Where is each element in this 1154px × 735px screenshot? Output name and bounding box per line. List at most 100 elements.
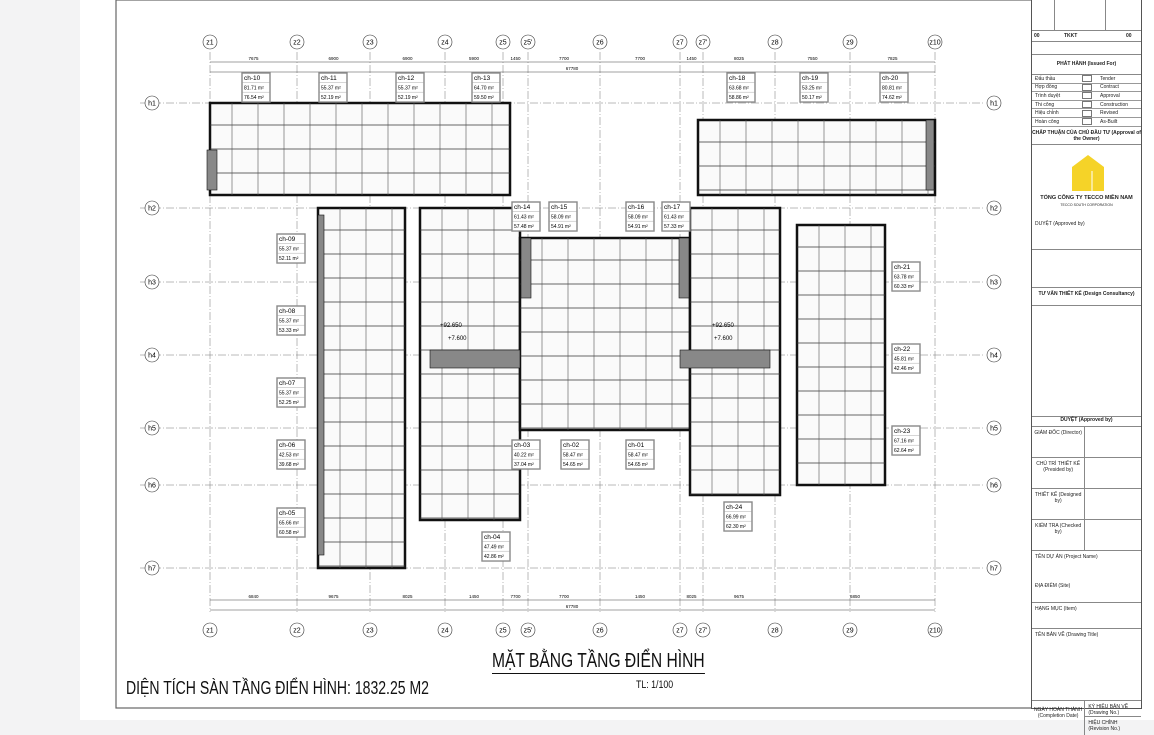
designed-label: THIẾT KẾ (Designed by) (1032, 488, 1086, 519)
unit-area: 54.65 m² (628, 462, 648, 468)
grid-bubble (144, 477, 160, 493)
grid-label: h4 (990, 353, 998, 360)
unit-label-box (891, 261, 921, 292)
unit-label-box (471, 72, 501, 103)
grid-label: z2 (293, 628, 301, 635)
unit-label-box (511, 439, 541, 470)
unit-label-box (395, 72, 425, 103)
stage-vi: Hoàn công (1035, 118, 1060, 125)
grid-bubble (202, 622, 218, 638)
unit-name: ch-16 (628, 204, 645, 211)
unit-label-box (276, 439, 306, 470)
unit-label-box (723, 501, 753, 532)
grid-label: h3 (990, 280, 998, 287)
completion-date-label: NGÀY HOÀN THÀNH (Completion Date) (1032, 700, 1086, 735)
presided-label: CHỦ TRÌ THIẾT KẾ (Presided by) (1032, 457, 1086, 488)
project-name-label: TÊN DỰ ÁN (Project Name) (1035, 553, 1098, 560)
unit-area: 42.46 m² (894, 366, 914, 372)
dimension-label: 1450 (469, 594, 480, 599)
unit-area: 53.33 m² (279, 328, 299, 334)
unit-label-box (276, 305, 306, 336)
dimension-label: 1450 (510, 56, 521, 61)
unit-area: 62.64 m² (894, 448, 914, 454)
dimension-label: 7700 (559, 594, 570, 599)
unit-name: ch-07 (279, 380, 296, 387)
total-dimension: 67780 (566, 66, 579, 71)
grid-label: z1 (206, 628, 214, 635)
unit-area: 61.43 m² (664, 215, 684, 221)
wall-outline (795, 223, 887, 487)
grid-label: z7 (676, 628, 684, 635)
unit-area: 58.09 m² (628, 215, 648, 221)
unit-area: 39.68 m² (279, 462, 299, 468)
unit-area: 58.47 m² (628, 453, 648, 459)
stage-checkbox[interactable] (1081, 109, 1092, 117)
dimension-label: 7550 (807, 56, 818, 61)
grid-bubble (362, 622, 378, 638)
unit-area: 60.58 m² (279, 530, 299, 536)
unit-area: 57.48 m² (514, 224, 534, 230)
stage-en: Revised (1100, 110, 1119, 117)
unit-name: ch-14 (514, 204, 531, 211)
dimension-label: 9675 (328, 594, 339, 599)
grid-label: z6 (596, 40, 604, 47)
grid-bubble (144, 274, 160, 290)
signature-designed: THIẾT KẾ (Designed by) (1032, 488, 1141, 520)
unit-area: 52.11 m² (279, 256, 299, 262)
elevation-label: +92.650 (440, 323, 463, 329)
unit-label-box (276, 507, 306, 538)
stage-checkbox[interactable] (1081, 92, 1092, 100)
company-name: TỔNG CÔNG TY TECCO MIỀN NAM (1040, 194, 1133, 201)
grid-bubble (986, 560, 1002, 576)
dimension-label: 6840 (248, 594, 259, 599)
grid-label: h7 (148, 566, 156, 573)
unit-name: ch-23 (894, 428, 911, 435)
grid-label: h2 (990, 206, 998, 213)
signature-director: GIÁM ĐỐC (Director) (1032, 426, 1141, 458)
owner-logo-area: TỔNG CÔNG TY TECCO MIỀN NAM TECCO SOUTH … (1032, 145, 1141, 250)
shaft-hatch (678, 237, 690, 299)
grid-label: h3 (148, 280, 156, 287)
unit-name: ch-21 (894, 264, 911, 271)
dimension-label: 7700 (559, 56, 570, 61)
elevation-label: +7.600 (714, 336, 733, 342)
unit-name: ch-17 (664, 204, 681, 211)
item-label: HẠNG MỤC (Item) (1032, 603, 1141, 629)
grid-label: h1 (148, 101, 156, 108)
stage-vi: Trình duyệt (1035, 92, 1061, 99)
unit-area: 42.86 m² (484, 554, 504, 560)
grid-bubble (520, 34, 536, 50)
shaft-hatch (679, 349, 771, 369)
shaft-hatch (206, 149, 218, 191)
dimension-label: 6900 (328, 56, 339, 61)
unit-label-box (625, 439, 655, 470)
unit-label-box (879, 72, 909, 103)
stage-checkbox[interactable] (1081, 118, 1092, 126)
signature-checked: KIỂM TRA (Checked by) (1032, 519, 1141, 551)
unit-area: 55.37 m² (279, 319, 299, 325)
unit-area: 62.30 m² (726, 524, 746, 530)
wall-outline (316, 206, 407, 570)
unit-area: 58.47 m² (563, 453, 583, 459)
grid-label: z5 (499, 628, 507, 635)
unit-area: 45.81 m² (894, 357, 914, 363)
unit-area: 58.09 m² (551, 215, 571, 221)
site-label: ĐỊA ĐIỂM (Site) (1035, 582, 1071, 589)
unit-area: 37.04 m² (514, 462, 534, 468)
shaft-hatch (925, 119, 935, 191)
unit-area: 55.37 m² (321, 86, 341, 92)
stage-checkbox[interactable] (1081, 83, 1092, 91)
stage-checkbox[interactable] (1081, 101, 1092, 109)
stage-checkbox[interactable] (1081, 75, 1092, 83)
stage-vi: Thi công (1035, 101, 1055, 108)
drawing-title: MẶT BẰNG TẦNG ĐIỂN HÌNH (492, 650, 705, 674)
